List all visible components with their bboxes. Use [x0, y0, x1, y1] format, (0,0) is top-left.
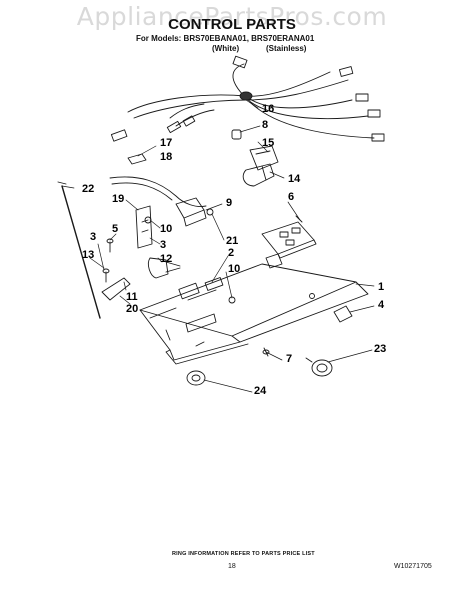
callout-18: 18 — [160, 151, 172, 163]
variant-stainless: (Stainless) — [266, 44, 307, 53]
housing-clip — [333, 305, 353, 323]
callout-labels: 16 8 15 17 18 14 6 22 9 19 10 5 3 21 3 1… — [82, 103, 386, 397]
control-knob-shaft — [147, 257, 181, 279]
page-number: 18 — [228, 563, 236, 570]
tube — [109, 176, 207, 207]
control-housing — [139, 253, 369, 365]
harness-clip — [127, 153, 147, 165]
wire-harness — [110, 55, 385, 142]
callout-10: 10 — [228, 263, 240, 275]
callout-3: 3 — [90, 231, 96, 243]
document-code: W10271705 — [394, 563, 432, 570]
leader-lines — [61, 99, 375, 393]
callout-5: 5 — [112, 223, 118, 235]
callout-10: 10 — [160, 223, 172, 235]
callout-20: 20 — [126, 303, 138, 315]
callout-13: 13 — [82, 249, 94, 261]
thermostat-switch — [175, 197, 214, 227]
callout-24: 24 — [254, 385, 267, 397]
bracket-assembly — [135, 205, 153, 249]
knob — [186, 370, 206, 386]
damper-arm — [101, 277, 131, 301]
screw — [102, 268, 110, 283]
callout-16: 16 — [262, 103, 274, 115]
wire-clip — [231, 129, 242, 140]
knob — [305, 357, 333, 377]
callout-14: 14 — [288, 173, 301, 185]
callout-12: 12 — [160, 253, 172, 265]
callout-19: 19 — [112, 193, 124, 205]
callout-22: 22 — [82, 183, 94, 195]
callout-9: 9 — [226, 197, 232, 209]
callout-23: 23 — [374, 343, 386, 355]
callout-2: 2 — [228, 247, 234, 259]
model-list: For Models: BRS70EBANA01, BRS70ERANA01 — [136, 34, 315, 43]
callout-7: 7 — [286, 353, 292, 365]
callout-4: 4 — [378, 299, 385, 311]
callout-15: 15 — [262, 137, 274, 149]
callout-6: 6 — [288, 191, 294, 203]
callout-1: 1 — [378, 281, 384, 293]
control-board — [261, 215, 317, 259]
page-title: CONTROL PARTS — [168, 16, 296, 33]
callout-21: 21 — [226, 235, 238, 247]
callout-8: 8 — [262, 119, 268, 131]
screw — [106, 238, 114, 253]
watermark-text: AppliancePartsPros.com — [76, 2, 388, 31]
footer-note: RING INFORMATION REFER TO PARTS PRICE LI… — [172, 551, 315, 557]
callout-3: 3 — [160, 239, 166, 251]
rod — [61, 185, 101, 319]
callout-11: 11 — [126, 291, 138, 303]
light-bulb — [242, 163, 275, 187]
harness-junction — [239, 91, 253, 101]
callout-17: 17 — [160, 137, 172, 149]
light-socket — [249, 145, 279, 171]
variant-white: (White) — [212, 44, 240, 53]
